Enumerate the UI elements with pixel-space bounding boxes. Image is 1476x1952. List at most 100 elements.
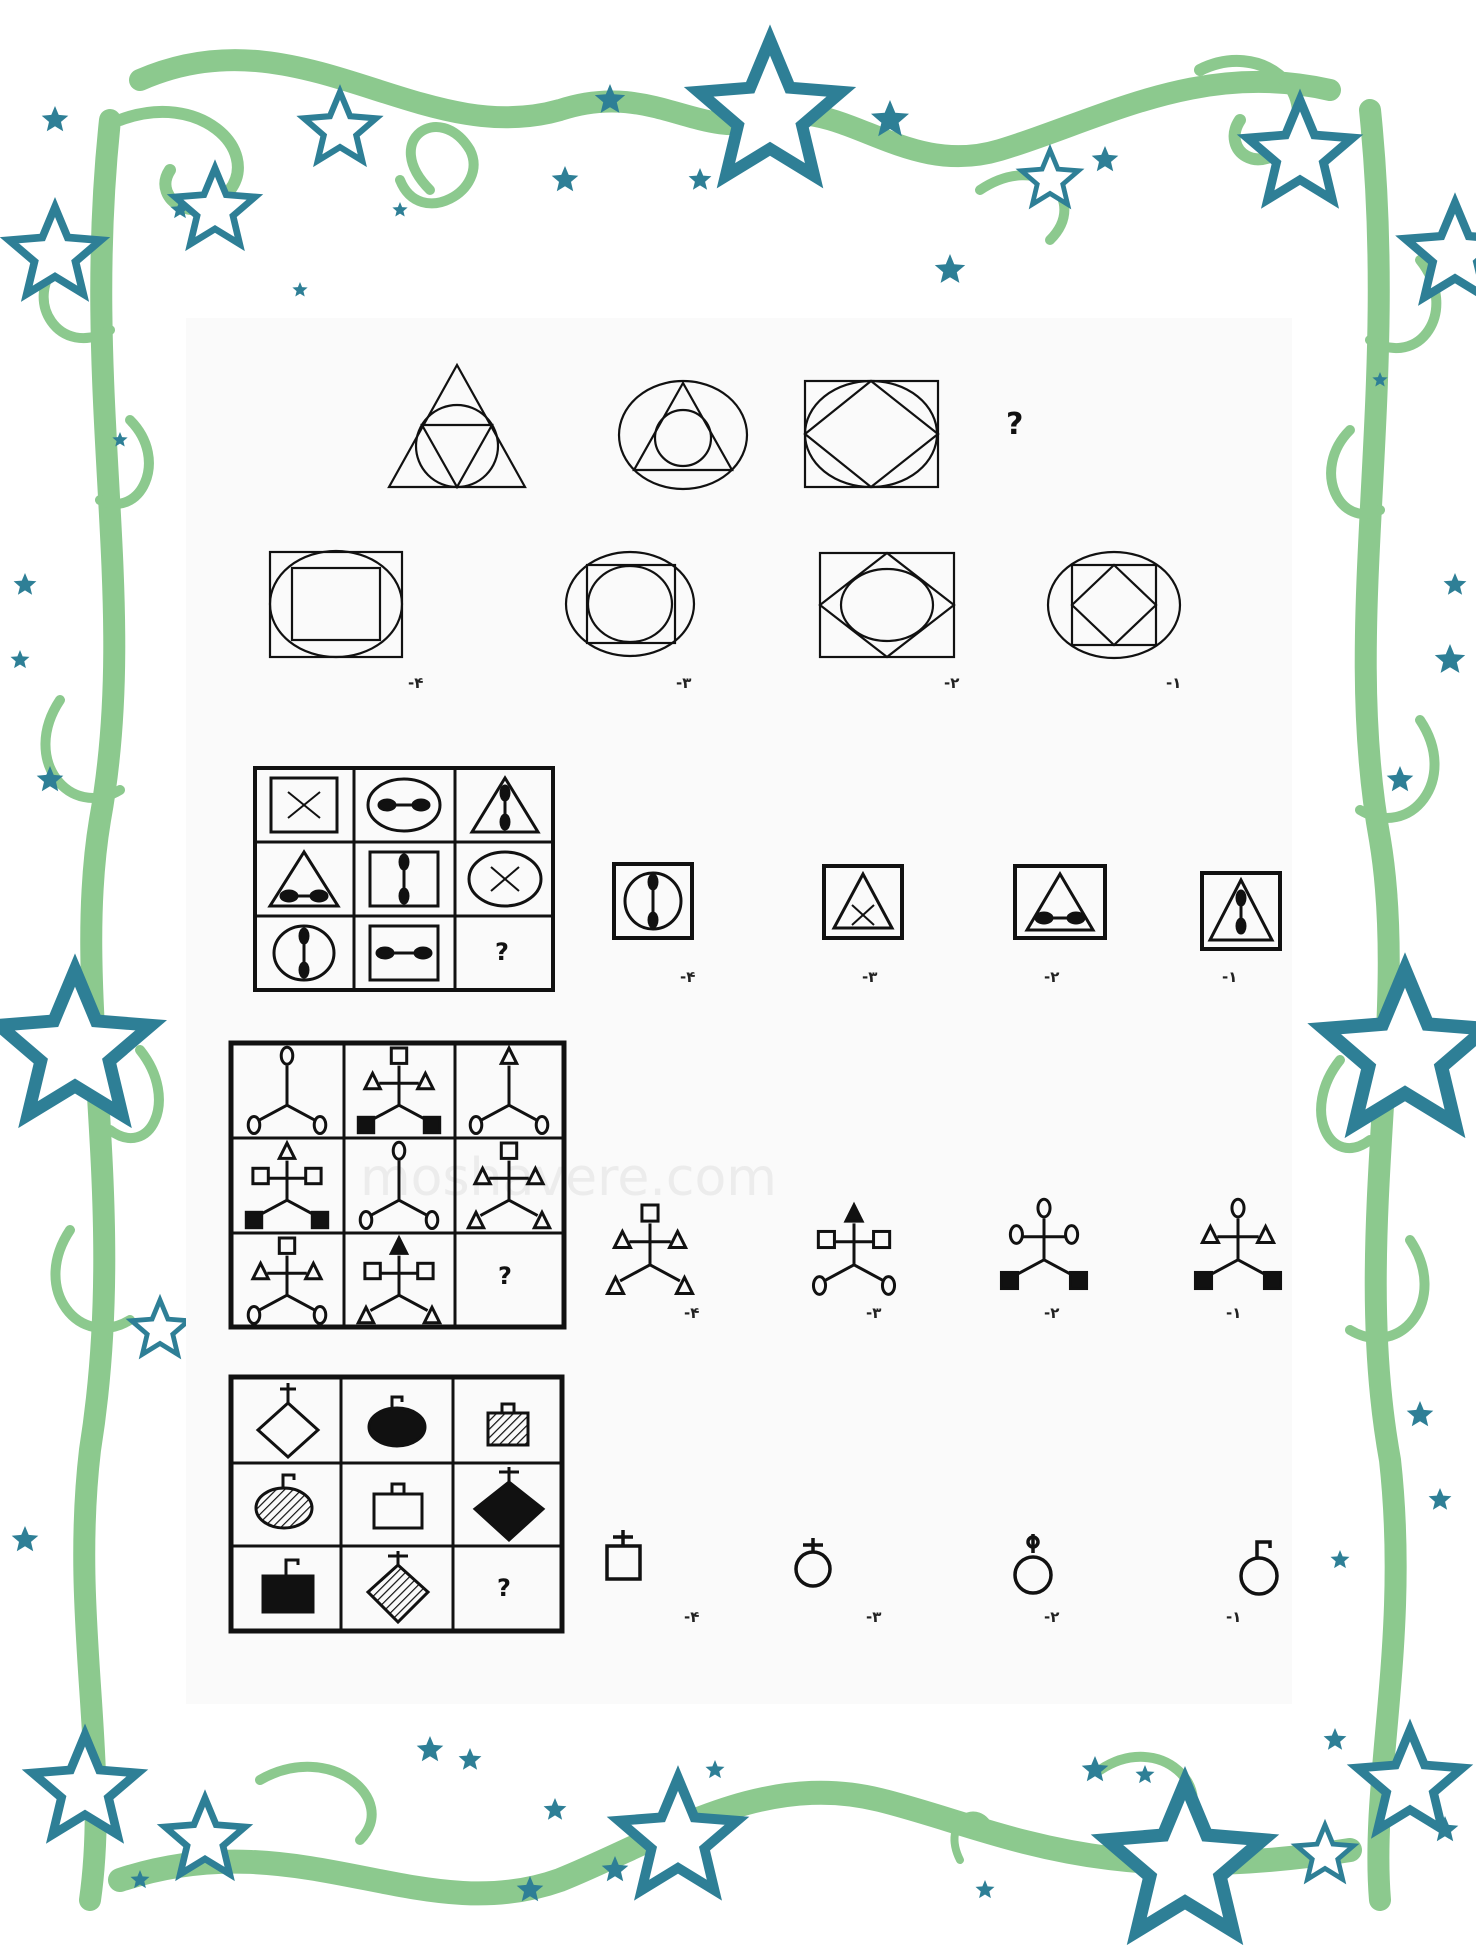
q2-label-2: -۲ [1044,968,1059,986]
q4-cell-ellipse-black-hook-stem [369,1397,425,1446]
q4-cell-diamond-black-cross-stem [475,1467,543,1540]
q2-cell-ellipse-horizontal-bar [368,779,440,831]
q4-option-4[interactable] [607,1530,640,1579]
q1-sequence: ? [389,365,1023,489]
q1-options [270,551,1180,658]
q3-label-2: -۲ [1044,1304,1059,1322]
q2-options [614,864,1280,949]
q4-matrix: ? [231,1377,562,1631]
q4-cell-ellipse-hatched-hook-stem [256,1475,312,1528]
q3-option-3-figure-foot-right [882,1277,894,1295]
q3-cell-8-figure-hand-right [418,1263,433,1278]
q2-cell-ellipse-vertical-bar [274,926,334,980]
q4-cell-rect-black-hook-stem [263,1560,313,1612]
q3-cell-7-figure-foot-right [314,1307,326,1324]
q3-cell-4-figure-foot-right [312,1212,327,1227]
q3-cell-4-figure-head [279,1143,294,1158]
q2-option-labels: -۴ -۳ -۲ -۱ [680,968,1237,986]
q4-cell-rect-hatched-handle [488,1404,528,1445]
q2-cell-triangle-horizontal-bar [270,852,338,906]
watermark-text: moshavere.com [360,1148,777,1208]
q3-option-3-figure-head [846,1205,862,1221]
q3-option-2-figure-foot-left [1001,1272,1017,1288]
q2-cell-triangle-vertical-bar [472,778,538,832]
q4-label-3: -۳ [866,1608,881,1626]
q3-option-labels: -۴ -۳ -۲ -۱ [684,1304,1241,1322]
q3-question-mark: ? [498,1262,512,1290]
q4-cell-rect-outline-handle [374,1484,422,1528]
q2-cell-square-cross [271,778,337,832]
q1-label-3: -۳ [676,674,691,692]
q2-option-2[interactable] [1015,866,1105,938]
q3-option-3-figure-hand-left [818,1231,834,1247]
q3-cell-7-figure-head [279,1238,294,1253]
q3-option-2-figure-head [1038,1199,1050,1217]
q3-cell-1-figure-head [281,1047,293,1064]
q3-cell-8-figure-head [391,1238,406,1253]
q3-cell-7-figure-foot-left [248,1307,260,1324]
q3-cell-2-figure-head [391,1048,406,1063]
q3-cell-1-figure-foot-right [314,1117,326,1134]
q4-question-mark: ? [497,1574,511,1602]
q3-option-1-figure-foot-right [1264,1272,1280,1288]
q3-cell-4-figure-foot-left [246,1212,261,1227]
q2-option-1[interactable] [1202,873,1280,949]
q3-option-2-figure-hand-left [1010,1226,1022,1244]
q3-cell-7-figure-hand-left [253,1263,268,1278]
q1-question-mark: ? [1006,407,1023,442]
q3-cell-3-figure-foot-left [470,1117,482,1134]
q4-label-2: -۲ [1044,1608,1059,1626]
q2-matrix: ? [255,768,553,990]
q1-option-3[interactable] [566,552,694,656]
q1-option-labels: -۴ -۳ -۲ -۱ [408,674,1181,692]
q3-option-2-figure-foot-right [1070,1272,1086,1288]
q3-option-1-figure-head [1232,1199,1244,1217]
q4-option-labels: -۴ -۳ -۲ -۱ [684,1608,1241,1626]
q4-label-4: -۴ [684,1608,699,1626]
q3-cell-1-figure-foot-left [248,1117,260,1134]
q1-label-2: -۲ [944,674,959,692]
q2-label-1: -۱ [1222,968,1237,986]
q1-option-2[interactable] [820,553,954,657]
q3-option-1-figure-hand-right [1258,1226,1274,1242]
q4-option-3[interactable] [796,1538,830,1586]
q3-cell-3-figure-head [501,1048,516,1063]
q3-cell-7-figure-hand-right [306,1263,321,1278]
q1-seq-triangle-circle-triangle [389,365,525,487]
q3-cell-4-figure-hand-left [253,1168,268,1183]
q3-option-3-figure-hand-right [874,1231,890,1247]
q3-cell-2-figure-hand-right [418,1073,433,1088]
q1-option-1[interactable] [1048,552,1180,658]
q4-cell-diamond-outline-cross-stem [258,1383,318,1457]
q2-cell-ellipse-cross [469,852,541,906]
q4-option-1[interactable] [1241,1542,1277,1594]
q1-seq-rect-ellipse-diamond [805,381,938,487]
q3-cell-2-figure-foot-left [358,1117,373,1132]
q3-option-2-figure-hand-right [1066,1226,1078,1244]
q1-label-4: -۴ [408,674,423,692]
q3-option-4-figure-hand-left [614,1231,630,1247]
q4-label-1: -۱ [1226,1608,1241,1626]
q1-seq-ellipse-triangle-circle [619,381,747,489]
q2-cell-square-horizontal-bar [370,926,438,980]
q3-cell-5-figure-foot-right [426,1212,438,1229]
q2-option-4[interactable] [614,864,692,938]
q4-cell-diamond-hatched-cross-stem [368,1551,428,1622]
q3-label-1: -۱ [1226,1304,1241,1322]
q4-options [607,1530,1277,1594]
q4-option-2[interactable] [1015,1534,1051,1593]
q2-question-mark: ? [495,938,509,966]
q3-option-1-figure-hand-left [1202,1226,1218,1242]
q3-option-4-figure-hand-right [670,1231,686,1247]
q3-cell-5-figure-foot-left [360,1212,372,1229]
q2-cell-square-vertical-bar [370,852,438,906]
q2-option-3[interactable] [824,866,902,938]
q2-label-4: -۴ [680,968,695,986]
q3-option-3-figure-foot-left [813,1277,825,1295]
q3-cell-4-figure-hand-right [306,1168,321,1183]
q2-label-3: -۳ [862,968,877,986]
q3-cell-2-figure-hand-left [365,1073,380,1088]
q1-option-4[interactable] [270,551,402,657]
q3-label-4: -۴ [684,1304,699,1322]
q3-label-3: -۳ [866,1304,881,1322]
